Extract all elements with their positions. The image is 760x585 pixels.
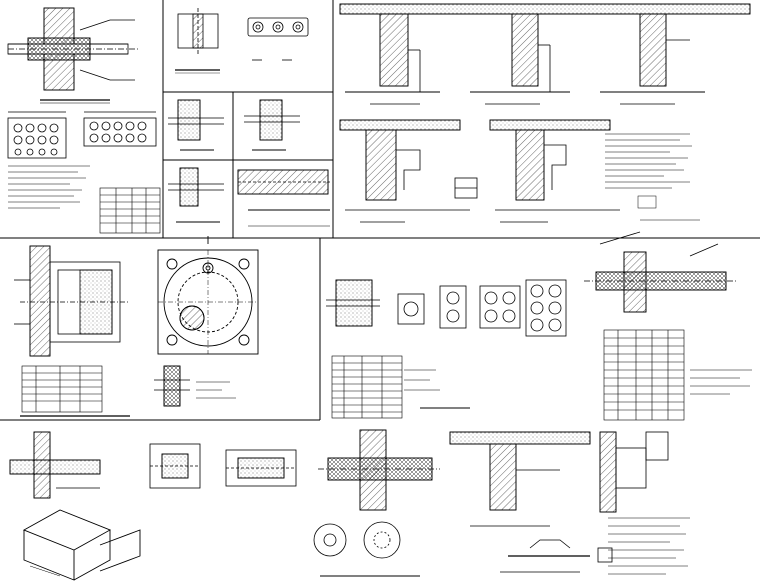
sleeve-plate-4-hole	[479, 285, 521, 329]
pipe-wall-penetration-long	[584, 231, 736, 313]
column-wall-section-right	[599, 431, 669, 513]
schedule-table-mid-left	[20, 365, 130, 417]
sleeve-section-small-2	[244, 99, 300, 151]
wall-flange-side-section	[14, 245, 130, 357]
beam-section-row-2	[339, 119, 620, 223]
sleeve-section-small-3	[168, 167, 224, 223]
pipe-sleeve-section-detail	[7, 7, 140, 104]
wall-opening-grid-plan	[7, 111, 157, 159]
panel-dividers	[0, 0, 760, 421]
notes-block-right-mid	[690, 369, 752, 395]
beam-slab-section-bottom	[449, 431, 591, 527]
sleeve-flange-end-views	[313, 521, 420, 577]
box-sleeve-isometric	[22, 509, 141, 581]
ceiling-section-row	[339, 3, 751, 105]
sleeve-plate-6-hole	[525, 279, 567, 337]
notes-block-bottom-right	[608, 517, 690, 575]
box-sleeve-section-b	[225, 449, 297, 487]
waterproof-sleeve-long-section	[318, 429, 440, 511]
notes-block-right-top	[605, 133, 700, 221]
anchor-bar-detail	[500, 539, 613, 573]
sleeve-plan-detail	[175, 8, 309, 74]
sleeve-plate-1-hole	[397, 293, 425, 325]
notes-block-left	[8, 165, 90, 209]
corner-wall-section	[9, 431, 101, 499]
schedule-table-left	[99, 187, 161, 234]
bolt-anchor-detail	[154, 365, 236, 407]
schedule-table-right	[603, 329, 685, 421]
schedule-table-mid	[331, 355, 470, 419]
wall-pipe-long-section	[237, 169, 330, 227]
flange-seal-plate-elevation	[157, 236, 259, 355]
sleeve-core-section	[326, 279, 380, 327]
sleeve-plate-2-hole	[439, 285, 467, 329]
box-sleeve-section-a	[149, 443, 201, 489]
sleeve-section-small-1	[168, 99, 224, 151]
